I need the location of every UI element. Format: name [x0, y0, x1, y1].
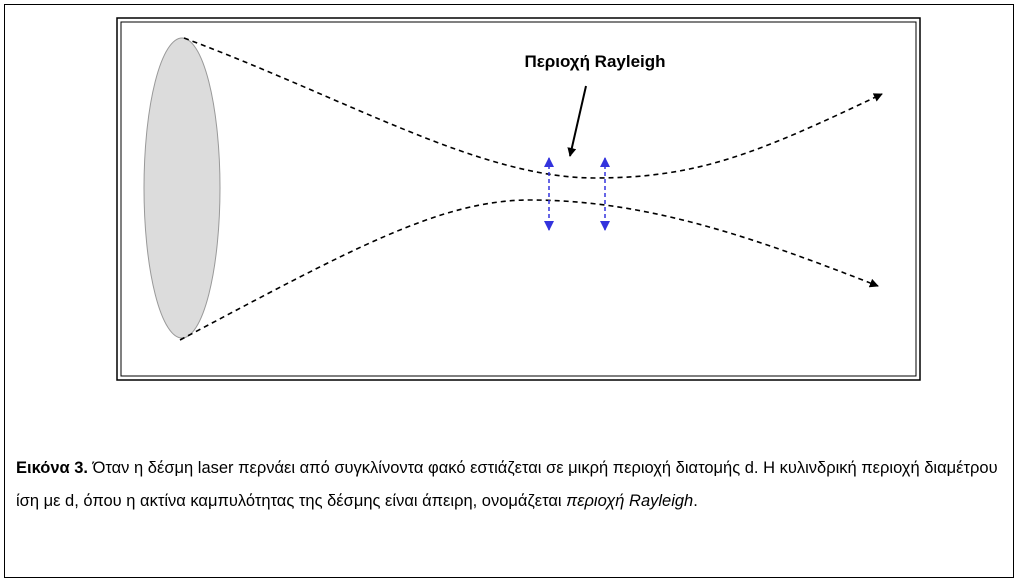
lens [143, 37, 221, 339]
caption-end: . [693, 492, 698, 510]
caption-term: περιοχή Rayleigh [566, 492, 694, 510]
figure-caption: Εικόνα 3. Όταν η δέσμη laser περνάει από… [16, 452, 1002, 518]
beam-upper-path [183, 37, 883, 179]
rayleigh-pointer-arrow [567, 85, 587, 157]
diagram-frame-outer [116, 17, 921, 381]
rayleigh-label: Περιοχή Rayleigh [524, 52, 666, 71]
outer-frame [4, 4, 1014, 578]
beam-lower-path [179, 199, 879, 341]
figure-number: Εικόνα 3. [16, 459, 88, 477]
diagram-frame-inner [120, 21, 917, 377]
caption-text: Όταν η δέσμη laser περνάει από συγκλίνον… [16, 459, 998, 510]
